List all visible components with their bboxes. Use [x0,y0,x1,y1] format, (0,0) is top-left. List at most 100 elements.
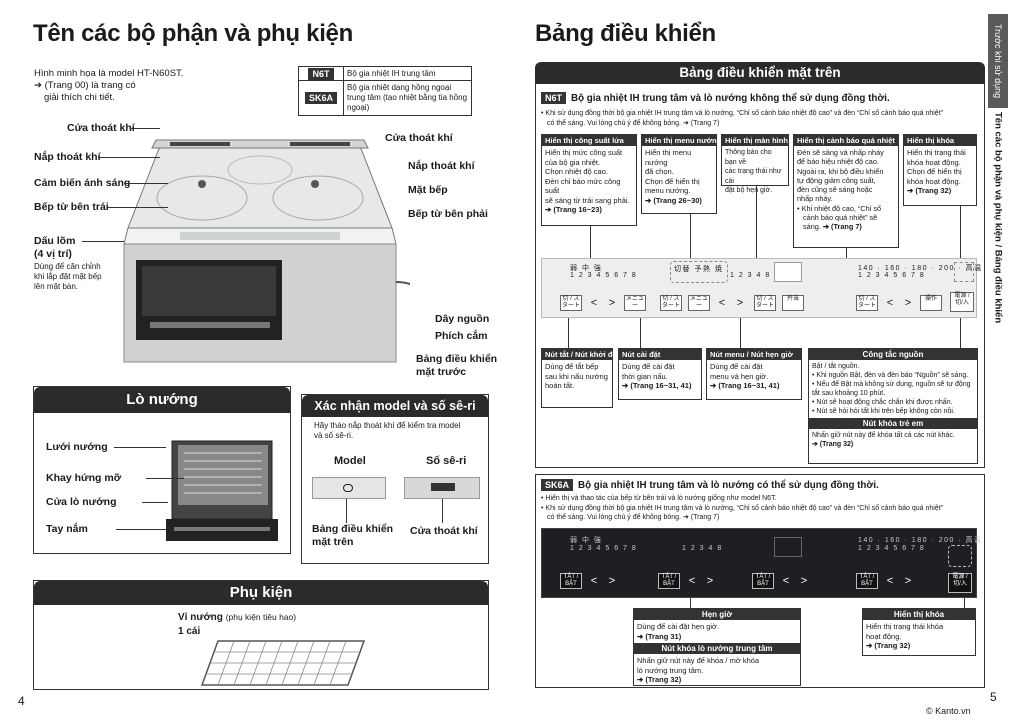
serial-photo [404,477,480,499]
callout-power-switch: Công tắc nguồn Bật / tắt nguồn. • Khi ng… [808,348,978,464]
label-front-panel: Bảng điều khiển mặt trước [416,353,498,378]
oven-illustration [166,440,278,541]
label-surface: Mặt bếp [408,184,448,196]
power-button[interactable]: 電源 / 切/入 [950,292,974,312]
label-power-cord: Dây nguồn [435,313,490,325]
label-cover-right: Nắp thoát khí [408,160,475,172]
sk6a-right-toggle-button[interactable]: TẮT / BẬT [856,573,878,589]
label-vent-2: Cửa thoát khí [385,132,453,144]
grill-rack-illustration [200,640,366,686]
left-start-button[interactable]: 切 / スタート [560,295,582,311]
callout-lock: Hiển thị khóa Hiển thị trạng thái khóa h… [903,134,977,206]
oven-label-tray: Khay hứng mỡ [46,472,122,484]
right-decrease-button[interactable]: < [886,297,894,309]
lock-indicator [954,262,974,282]
left-page-title: Tên các bộ phận và phụ kiện [33,20,353,47]
sk6a-left-decrease-button[interactable]: < [590,575,598,587]
control-panel-n6t: 弱 中 強 1 2 3 4 5 6 7 8 切替 予熱 焼 1 2 3 4 8 … [541,258,981,318]
right-start-button[interactable]: 切 / スタート [856,295,878,311]
sk6a-oven-increase-button[interactable]: > [800,575,808,587]
label-model: Model [334,455,366,467]
oven-decrease-button[interactable]: < [718,297,726,309]
accessory-section: Phụ kiện Vỉ nướng (phụ kiện tiêu hao) 1 … [33,580,489,690]
label-vent-1: Cửa thoát khí [67,122,135,134]
right-page-title: Bảng điều khiển [535,20,716,47]
callout-power-display: Hiển thị công suất lửa Hiển thị mức công… [541,134,637,226]
center-start-button[interactable]: 切 / スタート [754,295,776,311]
tag-n6t: N6T [308,67,334,80]
oven-label-handle: Tay nắm [46,523,88,535]
callout-oven-menu: Hiển thị menu nướng Hiển thị menu nướng … [641,134,721,214]
model-check-desc: Hãy tháo nắp thoát khí để kiểm tra model… [314,421,461,440]
right-operate-button[interactable]: 操作 [920,295,942,311]
callout-setting: Nút cài đặt Dùng để cài đặt thời gian nấ… [618,348,702,400]
left-increase-button[interactable]: > [608,297,616,309]
sk6a-oven-toggle-button[interactable]: TẮT / BẬT [752,573,774,589]
label-plug: Phích cắm [435,330,488,342]
sk6a-oven-decrease-button[interactable]: < [782,575,790,587]
sk6a-right-decrease-button[interactable]: < [886,575,894,587]
oven-menu-2-button[interactable]: メニュー [688,295,710,311]
label-dent-sub: (4 vị trí) [34,248,72,260]
sec2-note: • Hiển thị và thao tác của bếp từ bên tr… [541,495,943,521]
sidebar-section-text: Tên các bộ phận và phụ kiện / Bảng điều … [992,112,1004,324]
sk6a-center-decrease-button[interactable]: < [688,575,696,587]
label-serial: Số sê-ri [426,455,467,467]
sk6a-left-toggle-button[interactable]: TẮT / BẬT [560,573,582,589]
bento-button[interactable]: 弁当 [782,295,804,311]
top-panel-bar: Bảng điều khiển mặt trên [535,62,985,84]
label-sensor: Cảm biến ánh sáng [34,177,131,189]
sidebar-tab: Trước khi sử dụng [988,14,1008,108]
oven-start-button[interactable]: 切 / スタート [660,295,682,311]
accessory-title: Phụ kiện [34,581,488,605]
model-legend: N6T Bộ gia nhiệt IH trung tâm SK6A Bộ gi… [298,66,472,116]
callout-off-start: Nút tắt / Nút khởi động Dùng để tắt bếp … [541,348,626,408]
label-right-cooker: Bếp từ bên phải [408,208,488,220]
menu-display [670,261,728,283]
model-check-section: Xác nhận model và số sê-ri Hãy tháo nắp … [301,394,489,564]
accessory-item: Vỉ nướng (phụ kiện tiêu hao) [178,612,297,623]
dent-note: Dùng để căn chỉnh khi lắp đặt mặt bếp lê… [34,262,102,291]
sk6a-right-increase-button[interactable]: > [904,575,912,587]
right-increase-button[interactable]: > [904,297,912,309]
oven-menu-button[interactable]: メニュー [624,295,646,311]
sec1-note: • Khi sử dụng đồng thời bộ gia nhiệt IH … [541,110,943,127]
tag-sk6a: SK6A [304,92,337,104]
callout-lock-sk6a: Hiển thị khóa Hiển thị trạng thái khóa h… [862,608,976,656]
lock-indicator-dark [948,545,972,567]
control-panel-sk6a: 弱 中 強 1 2 3 4 5 6 7 8 1 2 3 4 8 140 · 16… [541,528,981,598]
label-dent: Dấu lõm [34,235,76,247]
model-photo [312,477,386,499]
watermark: © Kanto.vn [926,706,971,716]
page-number-left: 4 [18,694,25,708]
screen-display-dark [774,537,802,557]
label-left-cooker: Bếp từ bên trái [34,201,109,213]
callout-menu-timer: Nút menu / Nút hẹn giờ Dùng để cài đặt m… [706,348,802,400]
accessory-qty: 1 cái [178,626,201,637]
oven-label-rack: Lưới nướng [46,441,108,453]
section-sk6a [535,474,985,688]
model-check-title: Xác nhận model và số sê-ri [302,395,488,417]
sec2-header: SK6A Bộ gia nhiệt IH trung tâm và lò nướ… [541,479,879,491]
oven-increase-button[interactable]: > [736,297,744,309]
section-n6t [535,84,985,468]
sec1-header: N6T Bộ gia nhiệt IH trung tâm và lò nướn… [541,92,890,104]
sk6a-power-button[interactable]: 電源 / 切/入 [948,573,972,593]
oven-title: Lò nướng [34,387,290,413]
label-vent-model: Cửa thoát khí [410,525,478,537]
intro-text: Hình minh họa là model HT-N60ST. ➔ (Tran… [34,68,184,103]
oven-section: Lò nướng Lưới nướng Khay hứng mỡ Cửa lò … [33,386,291,554]
sk6a-left-increase-button[interactable]: > [608,575,616,587]
screen-display [774,262,802,282]
sk6a-center-increase-button[interactable]: > [706,575,714,587]
sk6a-center-toggle-button[interactable]: TẮT / BẬT [658,573,680,589]
oven-label-door: Cửa lò nướng [46,496,117,508]
callout-screen: Hiển thị màn hình Thông báo cho bạn về c… [721,134,789,194]
callout-timer: Hẹn giờ Dùng để cài đặt hẹn giờ. ➔ (Tran… [633,608,801,686]
cooktop-illustration [123,139,410,363]
page-number-right: 5 [990,690,997,704]
label-cover-left: Nắp thoát khí [34,151,101,163]
left-decrease-button[interactable]: < [590,297,598,309]
label-top-panel: Bảng điều khiển mặt trên [312,523,394,548]
callout-overheat: Hiển thị cảnh báo quá nhiệt Đèn sẽ sáng … [793,134,899,248]
